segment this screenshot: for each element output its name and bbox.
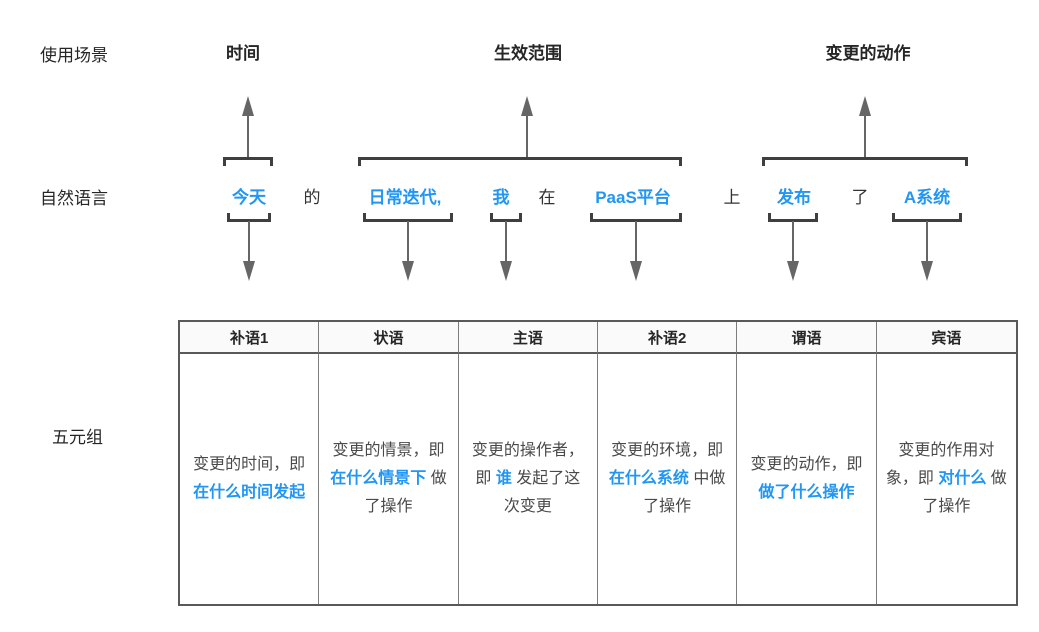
sentence-token-zai: 在 <box>538 188 556 207</box>
up-arrow-icon <box>858 96 872 158</box>
table-cell-zhuangyu: 变更的情景，即 在什么情景下 做了操作 <box>319 354 459 604</box>
sentence-token-de: 的 <box>303 188 321 207</box>
column-header-zhuangyu: 状语 <box>319 322 459 354</box>
up-arrow-icon <box>520 96 534 158</box>
column-header-weiyu: 谓语 <box>737 322 877 354</box>
row-label-scenario: 使用场景 <box>40 46 108 65</box>
sentence-token-paas: PaaS平台 <box>595 188 671 207</box>
sentence-token-axitong: A系统 <box>903 188 951 207</box>
sentence-token-fabu: 发布 <box>777 188 811 207</box>
row-label-five-tuple: 五元组 <box>52 428 103 447</box>
sentence-token-richang: 日常迭代, <box>368 188 442 207</box>
bottom-bracket-fabu <box>768 213 818 222</box>
sentence-token-le: 了 <box>851 188 869 207</box>
cell-text: 变更的情景，即 在什么情景下 做了操作 <box>330 442 447 515</box>
row-label-natural-language: 自然语言 <box>40 189 108 208</box>
bottom-bracket-richang <box>363 213 453 222</box>
cell-text: 变更的动作，即 做了什么操作 <box>750 456 863 501</box>
table-cell-weiyu: 变更的动作，即 做了什么操作 <box>737 354 877 604</box>
bottom-bracket-paas <box>590 213 682 222</box>
group-header-action: 变更的动作 <box>825 44 911 63</box>
five-tuple-table: 补语1 状语 主语 补语2 谓语 宾语 变更的时间，即 在什么时间发起 变更的情… <box>178 320 1018 606</box>
cell-text: 变更的时间，即 在什么时间发起 <box>193 456 306 501</box>
bottom-bracket-wo <box>490 213 522 222</box>
table-cell-buyu2: 变更的环境，即 在什么系统 中做了操作 <box>598 354 738 604</box>
top-bracket-scope <box>358 157 682 166</box>
column-header-buyu1: 补语1 <box>180 322 320 354</box>
group-header-time: 时间 <box>226 44 260 63</box>
cell-text: 变更的作用对象，即 对什么 做了操作 <box>885 442 1007 515</box>
sentence-token-shang: 上 <box>723 188 741 207</box>
group-header-scope: 生效范围 <box>494 44 562 63</box>
column-header-buyu2: 补语2 <box>597 322 738 354</box>
column-header-zhuyu: 主语 <box>458 322 598 354</box>
bottom-bracket-jintian <box>227 213 271 222</box>
column-header-binyu: 宾语 <box>876 322 1016 354</box>
sentence-token-jintian: 今天 <box>232 188 266 207</box>
down-arrow-icon <box>499 221 513 281</box>
down-arrow-icon <box>401 221 415 281</box>
top-bracket-action <box>762 157 968 166</box>
cell-text: 变更的环境，即 在什么系统 中做了操作 <box>608 442 726 515</box>
table-cell-zhuyu: 变更的操作者，即 谁 发起了这次变更 <box>459 354 598 604</box>
sentence-token-wo: 我 <box>492 188 510 207</box>
bottom-bracket-axitong <box>892 213 962 222</box>
table-cell-binyu: 变更的作用对象，即 对什么 做了操作 <box>877 354 1016 604</box>
down-arrow-icon <box>786 221 800 281</box>
down-arrow-icon <box>629 221 643 281</box>
table-cell-buyu1: 变更的时间，即 在什么时间发起 <box>180 354 320 604</box>
cell-text: 变更的操作者，即 谁 发起了这次变更 <box>471 442 584 515</box>
down-arrow-icon <box>242 221 256 281</box>
down-arrow-icon <box>920 221 934 281</box>
up-arrow-icon <box>241 96 255 158</box>
top-bracket-time <box>223 157 273 166</box>
